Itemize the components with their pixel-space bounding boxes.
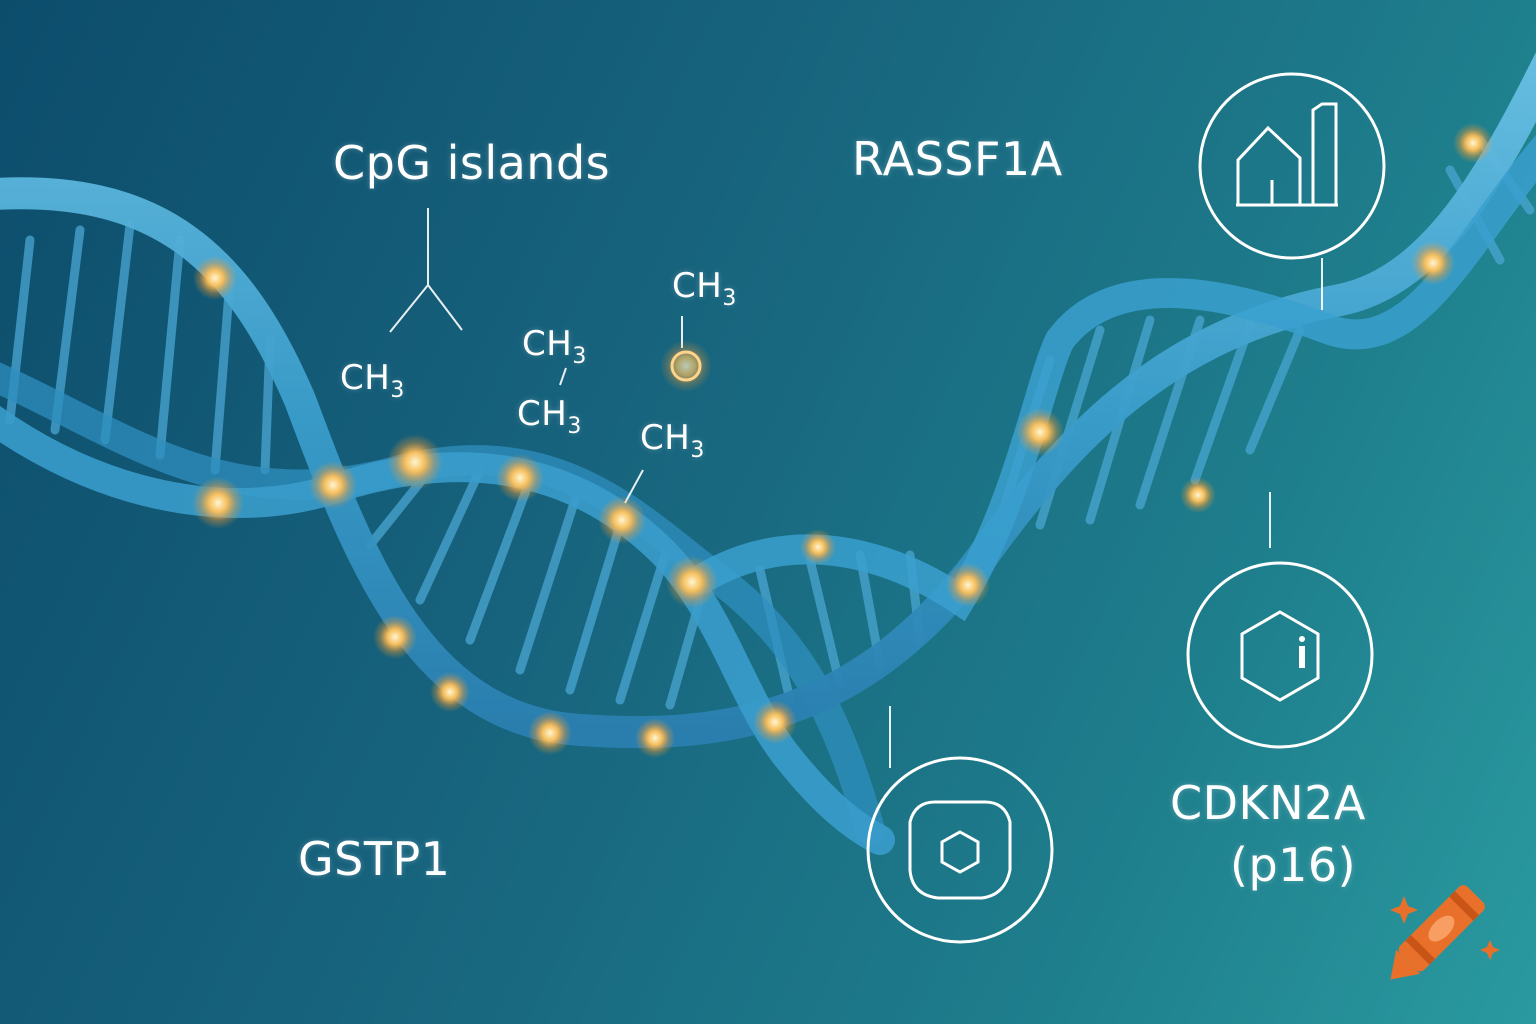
hexagon-icon <box>1186 561 1374 749</box>
methyl-group-label: CH3 <box>517 394 582 439</box>
dna-strand-back <box>0 362 885 845</box>
methyl-group-label: CH3 <box>522 324 587 369</box>
methylation-glows <box>192 123 1493 758</box>
methyl-group-label: CH3 <box>340 358 405 403</box>
gstp1-label: GSTP1 <box>298 832 451 886</box>
p16-label: (p16) <box>1230 838 1357 892</box>
crayon-logo-icon <box>1390 885 1500 980</box>
methyl-ring <box>670 350 702 382</box>
cdkn2a-label: CDKN2A <box>1170 776 1366 830</box>
methyl-group-label: CH3 <box>640 418 705 463</box>
rassf1a-label: RASSF1A <box>852 132 1063 186</box>
methyl-group-label: CH3 <box>672 266 737 311</box>
nut-icon <box>866 756 1054 944</box>
dna-strand-c <box>685 134 1536 622</box>
bar-chart-icon <box>1198 72 1386 260</box>
cpg-islands-label: CpG islands <box>333 136 611 190</box>
